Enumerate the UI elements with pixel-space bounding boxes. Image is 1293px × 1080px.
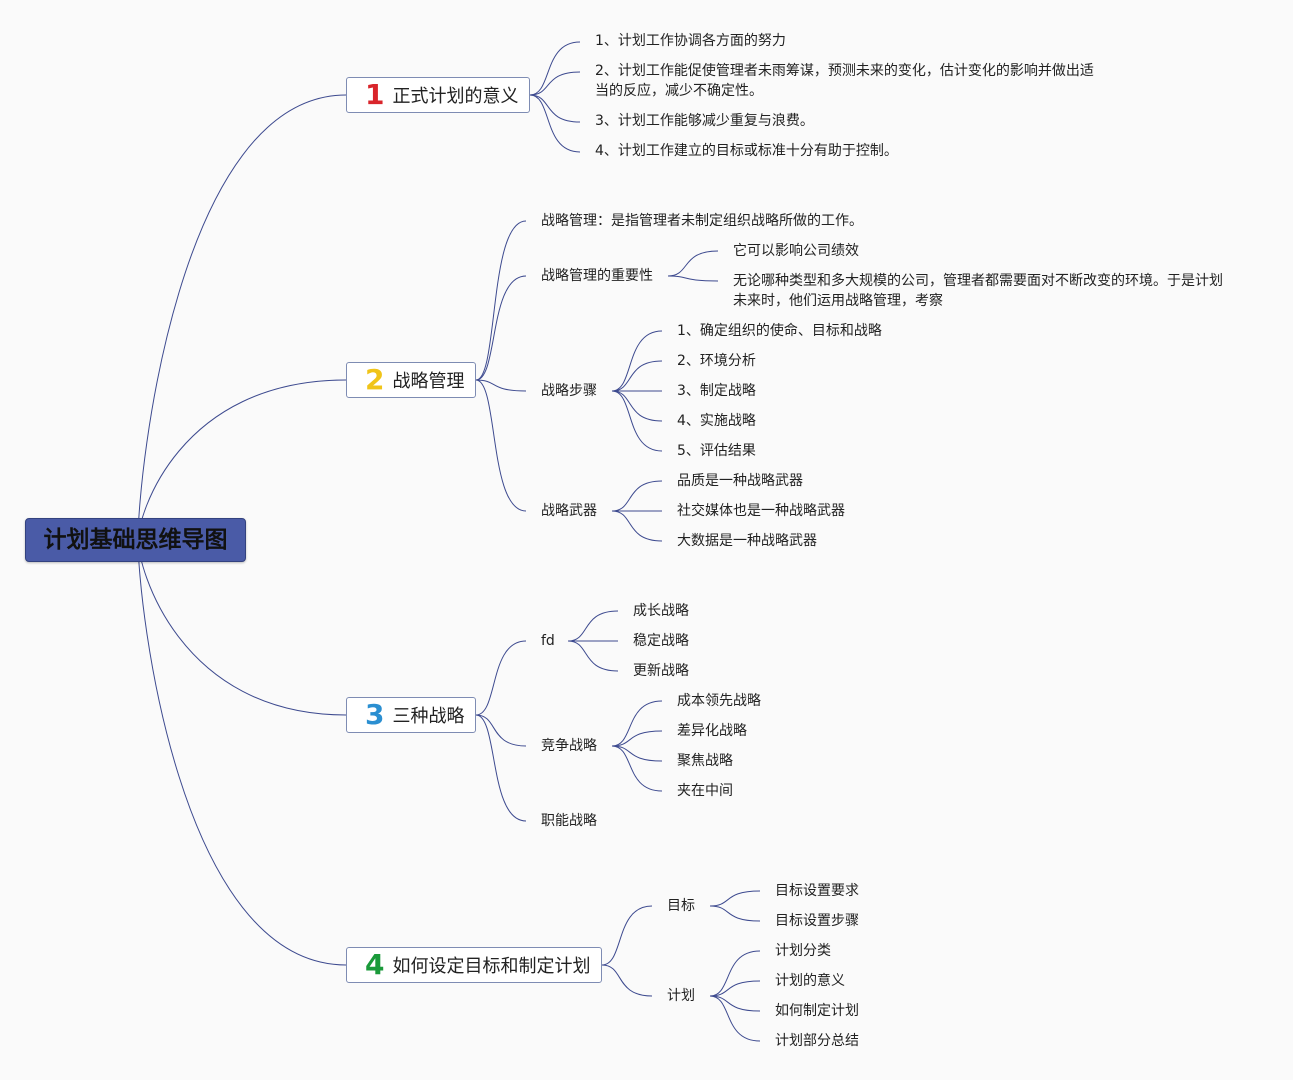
b2-step-item[interactable]: 1、确定组织的使命、目标和战略 xyxy=(677,323,882,339)
connector-line xyxy=(137,539,347,966)
b4-plan-label[interactable]: 计划 xyxy=(667,988,695,1004)
number-2-icon: 2 xyxy=(365,363,385,396)
connector-line xyxy=(611,390,663,422)
connector-line xyxy=(137,379,347,541)
b2-importance-item[interactable]: 它可以影响公司绩效 xyxy=(733,243,859,259)
b2-weapons-label[interactable]: 战略武器 xyxy=(541,503,597,519)
connector-line xyxy=(475,220,527,381)
connector-line xyxy=(611,390,663,452)
b3-compete-item[interactable]: 差异化战略 xyxy=(677,723,747,739)
b2-importance-item-continued: 未来时，他们运用战略管理，考察 xyxy=(733,293,943,309)
b3-compete-item[interactable]: 成本领先战略 xyxy=(677,693,761,709)
b3-fd-item[interactable]: 成长战略 xyxy=(633,603,689,619)
connector-line xyxy=(667,275,719,282)
number-4-icon: 4 xyxy=(365,948,385,981)
branch-4[interactable]: 4 如何设定目标和制定计划 xyxy=(346,947,602,983)
b3-fd-item[interactable]: 稳定战略 xyxy=(633,633,689,649)
b2-weapon-item[interactable]: 社交媒体也是一种战略武器 xyxy=(677,503,845,519)
connector-line xyxy=(611,745,663,792)
connector-line xyxy=(667,250,719,277)
connector-line xyxy=(567,640,619,672)
b4-goal-item[interactable]: 目标设置要求 xyxy=(775,883,859,899)
number-3-icon: 3 xyxy=(365,698,385,731)
branch-1-title: 正式计划的意义 xyxy=(392,86,519,107)
branch-3-title: 三种战略 xyxy=(392,706,465,727)
b1-item[interactable]: 1、计划工作协调各方面的努力 xyxy=(595,33,786,49)
b2-step-item[interactable]: 4、实施战略 xyxy=(677,413,756,429)
connector-line xyxy=(709,980,761,997)
connector-line xyxy=(601,905,653,966)
connector-line xyxy=(137,94,347,541)
connector-line xyxy=(611,730,663,747)
b4-plan-item[interactable]: 计划分类 xyxy=(775,943,831,959)
b1-item[interactable]: 4、计划工作建立的目标或标准十分有助于控制。 xyxy=(595,143,898,159)
connector-line xyxy=(529,94,581,123)
b2-weapon-item[interactable]: 品质是一种战略武器 xyxy=(677,473,803,489)
b3-fd-item[interactable]: 更新战略 xyxy=(633,663,689,679)
b2-importance-item[interactable]: 无论哪种类型和多大规模的公司，管理者都需要面对不断改变的环境。于是计划 xyxy=(733,273,1223,289)
branch-2-title: 战略管理 xyxy=(392,371,465,392)
branch-4-title: 如何设定目标和制定计划 xyxy=(392,956,591,977)
connector-line xyxy=(475,379,527,512)
connector-line xyxy=(709,995,761,1012)
b2-steps-label[interactable]: 战略步骤 xyxy=(541,383,597,399)
b3-compete-label[interactable]: 竞争战略 xyxy=(541,738,597,754)
connector-line xyxy=(475,714,527,822)
connector-line xyxy=(529,71,581,96)
connector-line xyxy=(475,275,527,381)
connector-line xyxy=(611,700,663,747)
connector-line xyxy=(709,995,761,1042)
b2-step-item[interactable]: 5、评估结果 xyxy=(677,443,756,459)
b3-compete-item[interactable]: 夹在中间 xyxy=(677,783,733,799)
b2-weapon-item[interactable]: 大数据是一种战略武器 xyxy=(677,533,817,549)
connector-line xyxy=(611,480,663,512)
connector-line xyxy=(529,41,581,96)
root-node[interactable]: 计划基础思维导图 xyxy=(25,518,246,562)
branch-3[interactable]: 3 三种战略 xyxy=(346,697,476,733)
b2-step-item[interactable]: 2、环境分析 xyxy=(677,353,756,369)
b2-definition[interactable]: 战略管理：是指管理者未制定组织战略所做的工作。 xyxy=(541,213,863,229)
b3-fd-label[interactable]: fd xyxy=(541,633,555,649)
connector-line xyxy=(709,905,761,922)
b4-plan-item[interactable]: 计划的意义 xyxy=(775,973,845,989)
b1-item[interactable]: 3、计划工作能够减少重复与浪费。 xyxy=(595,113,814,129)
connector-line xyxy=(567,610,619,642)
connector-line xyxy=(137,539,347,716)
b2-step-item[interactable]: 3、制定战略 xyxy=(677,383,756,399)
connector-line xyxy=(611,510,663,542)
b4-plan-item[interactable]: 计划部分总结 xyxy=(775,1033,859,1049)
b3-compete-item[interactable]: 聚焦战略 xyxy=(677,753,733,769)
connector-line xyxy=(601,964,653,997)
b4-goal-item[interactable]: 目标设置步骤 xyxy=(775,913,859,929)
branch-2[interactable]: 2 战略管理 xyxy=(346,362,476,398)
b4-plan-item[interactable]: 如何制定计划 xyxy=(775,1003,859,1019)
branch-1[interactable]: 1 正式计划的意义 xyxy=(346,77,530,113)
connector-line xyxy=(709,890,761,907)
b3-functional-label[interactable]: 职能战略 xyxy=(541,813,597,829)
connector-line xyxy=(709,950,761,997)
connector-line xyxy=(611,330,663,392)
b1-item-continued: 当的反应，减少不确定性。 xyxy=(595,83,763,99)
connector-line xyxy=(611,360,663,392)
connector-line xyxy=(611,745,663,762)
number-1-icon: 1 xyxy=(365,78,385,111)
b4-goal-label[interactable]: 目标 xyxy=(667,898,695,914)
connector-line xyxy=(529,94,581,153)
connector-line xyxy=(475,379,527,392)
connector-line xyxy=(475,714,527,747)
b1-item[interactable]: 2、计划工作能促使管理者未雨筹谋，预测未来的变化，估计变化的影响并做出适 xyxy=(595,63,1094,79)
connector-line xyxy=(475,640,527,716)
b2-importance-label[interactable]: 战略管理的重要性 xyxy=(541,268,653,284)
